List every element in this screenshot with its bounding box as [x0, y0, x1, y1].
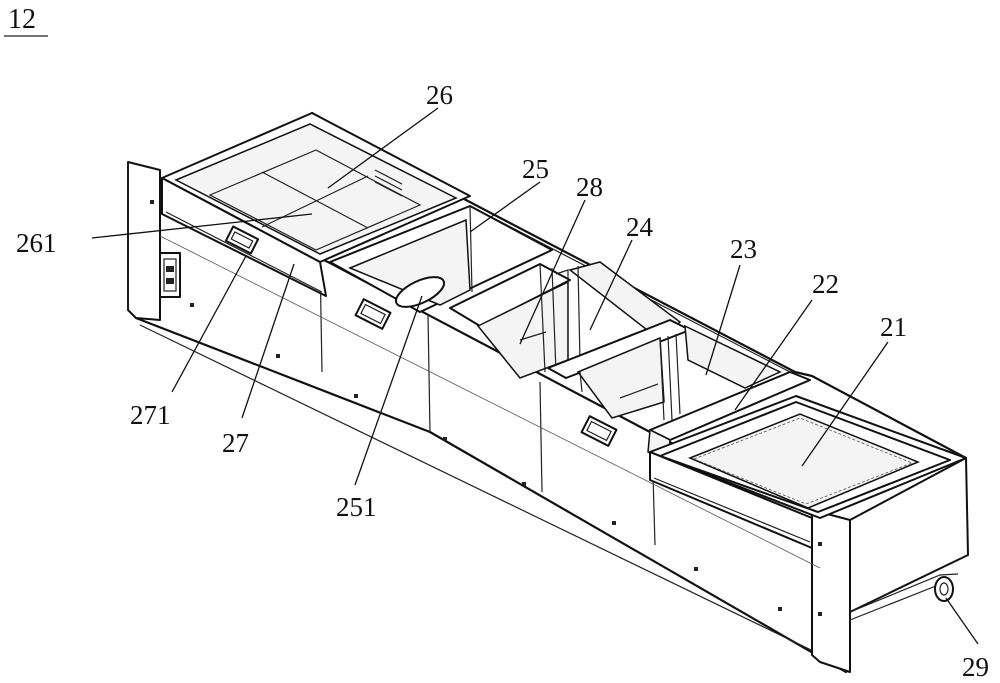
- label-271: 271: [130, 400, 171, 430]
- compartment-23-frame: [576, 324, 782, 421]
- reference-labels: 26 25 28 24 23 22 21 261 271 27 251 29: [16, 80, 989, 682]
- cabinet-body: [126, 111, 969, 674]
- handle-271: [224, 225, 260, 255]
- label-24: 24: [626, 212, 654, 242]
- label-23: 23: [730, 234, 757, 264]
- label-28: 28: [576, 172, 603, 202]
- leader-lines: [91, 107, 979, 645]
- label-261: 261: [16, 228, 57, 258]
- label-25: 25: [522, 154, 549, 184]
- caster-29: [934, 576, 954, 602]
- label-251: 251: [336, 492, 377, 522]
- figure-number: 12: [8, 4, 36, 35]
- compartment-25: [329, 205, 553, 313]
- label-27: 27: [222, 428, 249, 458]
- label-26: 26: [426, 80, 453, 110]
- label-21: 21: [880, 312, 907, 342]
- label-22: 22: [812, 269, 839, 299]
- label-29: 29: [962, 652, 989, 682]
- side-connector: [159, 252, 181, 298]
